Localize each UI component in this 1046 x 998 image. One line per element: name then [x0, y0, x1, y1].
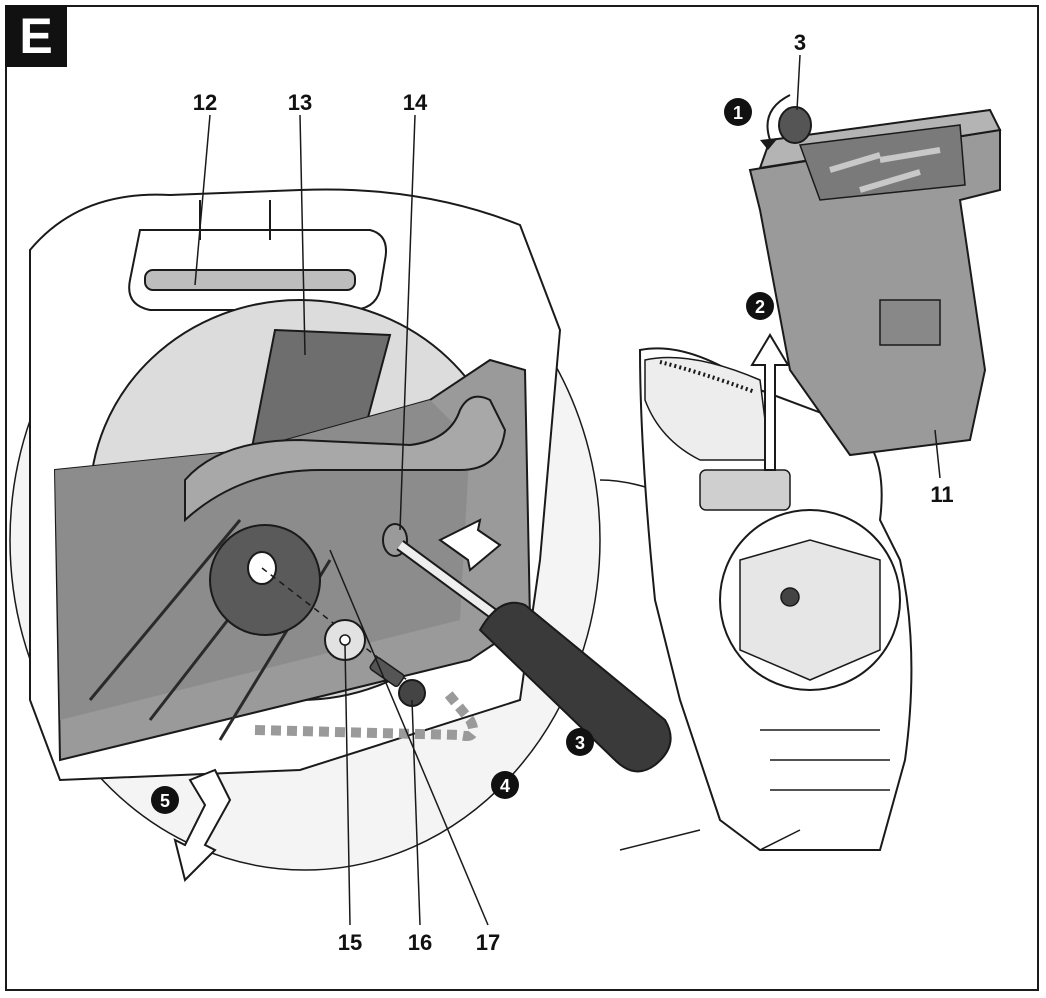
holder-arm [184, 395, 507, 523]
label-11: 11 [930, 482, 953, 507]
shredder-body [619, 347, 913, 851]
panel-letter-badge: E [5, 5, 67, 67]
svg-text:5: 5 [160, 791, 170, 811]
label-15: 15 [338, 930, 362, 955]
detail-view [9, 188, 672, 882]
svg-text:4: 4 [500, 776, 510, 796]
motor-latch [699, 469, 791, 511]
knob-3 [760, 94, 812, 150]
step-badge-2: 2 [746, 292, 774, 320]
svg-text:2: 2 [755, 297, 765, 317]
removal-arrow [173, 768, 232, 882]
svg-text:3: 3 [575, 733, 585, 753]
label-3: 3 [794, 30, 806, 55]
label-14: 14 [403, 90, 428, 115]
push-arrow [438, 518, 502, 572]
label-17: 17 [476, 930, 500, 955]
lift-arrow [750, 333, 790, 471]
leader-lines [194, 54, 941, 926]
vent-slots [659, 360, 756, 394]
funnel-window [879, 299, 941, 346]
step-badge-5: 5 [151, 786, 179, 814]
step-badge-3: 3 [566, 728, 594, 756]
hex-key [254, 686, 479, 741]
blade-12 [144, 269, 356, 291]
funnel-11 [748, 108, 1002, 457]
funnel-body [748, 128, 1001, 457]
svg-text:1: 1 [733, 103, 743, 123]
magnified-hub [780, 587, 800, 607]
step-badge-4: 4 [491, 771, 519, 799]
figure-frame [5, 5, 1039, 991]
step-badge-1: 1 [724, 98, 752, 126]
label-13: 13 [288, 90, 312, 115]
housing-ribs [760, 729, 890, 791]
label-12: 12 [193, 90, 217, 115]
washer-hole [339, 634, 351, 646]
screwdriver [396, 540, 672, 773]
stand-legs [619, 829, 801, 851]
funnel-vanes [829, 147, 941, 193]
magnified-interior [739, 539, 881, 681]
label-16: 16 [408, 930, 432, 955]
